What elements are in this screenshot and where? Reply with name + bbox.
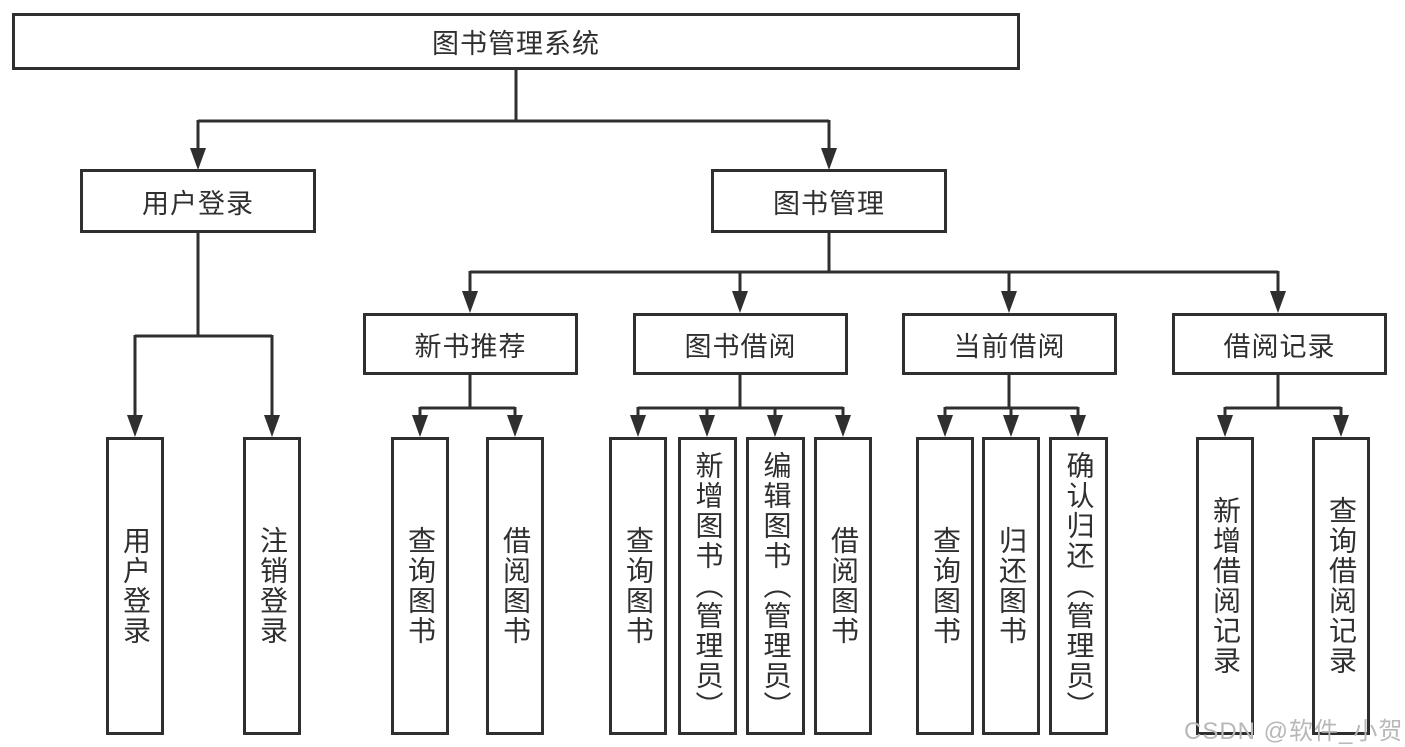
leaf-label: 确认归还（管理员） — [1063, 451, 1095, 721]
leaf-label: 借阅图书 — [500, 526, 531, 646]
leaf-user-login: 用户登录 — [106, 437, 164, 735]
node-label: 借阅记录 — [1223, 331, 1336, 362]
leaf-label: 新增图书（管理员） — [692, 451, 724, 721]
node-book-borrowing: 图书借阅 — [633, 313, 848, 375]
leaf-query-books-current: 查询图书 — [916, 437, 974, 735]
node-current-borrowing: 当前借阅 — [902, 313, 1117, 375]
leaf-query-books-recommend: 查询图书 — [391, 437, 449, 735]
leaf-add-borrow-record: 新增借阅记录 — [1196, 437, 1254, 735]
leaf-borrow-books-recommend: 借阅图书 — [486, 437, 544, 735]
node-library-management-system: 图书管理系统 — [12, 13, 1020, 70]
leaf-label: 查询借阅记录 — [1326, 496, 1357, 676]
node-label: 图书管理系统 — [432, 29, 600, 59]
connector-lines — [133, 70, 1343, 417]
leaf-borrow-books: 借阅图书 — [814, 437, 872, 735]
arrowhead-icons — [127, 148, 1349, 437]
leaf-confirm-return-admin: 确认归还（管理员） — [1049, 437, 1108, 735]
leaf-label: 归还图书 — [996, 526, 1027, 646]
leaf-query-borrow-record: 查询借阅记录 — [1312, 437, 1370, 735]
leaf-add-books-admin: 新增图书（管理员） — [678, 437, 737, 735]
leaf-logout: 注销登录 — [243, 437, 301, 735]
leaf-query-books-borrow: 查询图书 — [609, 437, 667, 735]
leaf-label: 借阅图书 — [828, 526, 859, 646]
node-label: 用户登录 — [142, 188, 254, 219]
leaf-label: 查询图书 — [930, 526, 961, 646]
leaf-edit-books-admin: 编辑图书（管理员） — [746, 437, 805, 735]
node-label: 图书借阅 — [684, 331, 797, 362]
leaf-label: 查询图书 — [623, 526, 654, 646]
leaf-return-books: 归还图书 — [982, 437, 1040, 735]
node-label: 图书管理 — [773, 188, 885, 219]
node-user-login-module: 用户登录 — [80, 169, 316, 233]
node-new-book-recommendation: 新书推荐 — [363, 313, 578, 375]
leaf-label: 新增借阅记录 — [1210, 496, 1241, 676]
node-label: 当前借阅 — [953, 331, 1066, 362]
csdn-watermark: CSDN @软件_小贺同学 — [1184, 718, 1405, 745]
leaf-label: 查询图书 — [405, 526, 436, 646]
node-borrowing-records: 借阅记录 — [1172, 313, 1387, 375]
leaf-label: 用户登录 — [120, 526, 151, 646]
node-book-management-module: 图书管理 — [711, 169, 947, 233]
leaf-label: 编辑图书（管理员） — [760, 451, 792, 721]
node-label: 新书推荐 — [414, 331, 527, 362]
leaf-label: 注销登录 — [257, 526, 288, 646]
